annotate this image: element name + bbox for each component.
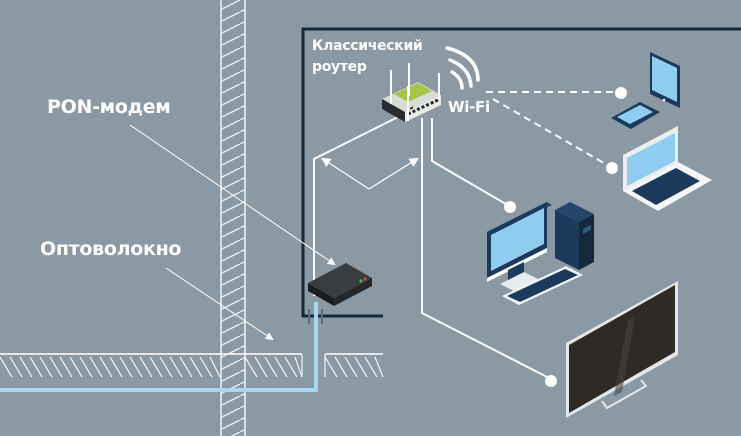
ground-hatch-stroke: [0, 356, 13, 378]
ground-hatch-stroke: [59, 356, 73, 378]
building-wall: [301, 27, 741, 318]
ground-hatch-stroke: [9, 356, 23, 378]
ground-hatch-stroke: [264, 356, 278, 378]
ground-hatch-stroke: [159, 356, 173, 378]
router-device[interactable]: [382, 63, 441, 122]
ground-hatch-stroke: [49, 356, 63, 378]
fiber-label: Оптоволокно: [40, 238, 182, 260]
ground-hatch-stroke: [99, 356, 113, 378]
ground-hatch-stroke: [344, 356, 358, 378]
smartphone-device[interactable]: [611, 102, 660, 129]
ground-hatch-stroke: [334, 356, 348, 378]
modem-led-red: [363, 277, 367, 281]
ground-hatch-stroke: [129, 356, 143, 378]
ground-hatch-stroke: [324, 356, 338, 378]
ground-hatch-stroke: [179, 356, 193, 378]
ground-hatch-stroke: [254, 356, 268, 378]
vertical-wall: [220, 0, 246, 436]
ground-hatch-stroke: [354, 356, 368, 378]
tablet-home-button: [662, 98, 666, 102]
modem-led-green: [359, 279, 363, 283]
router-label-line2: роутер: [312, 59, 367, 75]
ground-hatch-stroke: [169, 356, 183, 378]
mobile-connection-dot: [615, 87, 627, 99]
label-leaders: [129, 124, 336, 341]
laptop-device[interactable]: [623, 126, 712, 211]
ground-hatch-stroke: [39, 356, 53, 378]
wifi-links: [486, 91, 620, 167]
ground-hatch-stroke: [189, 356, 203, 378]
ground-hatch-stroke: [274, 356, 288, 378]
data-flow-arrows: [320, 157, 420, 190]
ground-hatch-stroke: [149, 356, 163, 378]
ground-hatch-stroke: [199, 356, 213, 378]
ground-hatch-stroke: [364, 356, 378, 378]
tv-connection-dot: [545, 375, 557, 387]
tv-device[interactable]: [566, 281, 678, 418]
pon-modem-label: PON-модем: [47, 96, 171, 118]
ground-line: [0, 353, 384, 378]
ground-hatch-stroke: [79, 356, 93, 378]
ground-hatch-stroke: [139, 356, 153, 378]
desktop-pc-device[interactable]: [487, 202, 594, 305]
ground-hatch-stroke: [119, 356, 133, 378]
wired-cables: [421, 118, 552, 380]
modem-router-cable: [313, 115, 401, 296]
router-label-line1: Классический: [312, 38, 423, 54]
ground-hatch-stroke: [109, 356, 123, 378]
tablet-device[interactable]: [650, 52, 680, 108]
wifi-label: Wi-Fi: [448, 98, 490, 116]
pc-connection-dot: [504, 201, 516, 213]
ground-hatch-stroke: [19, 356, 33, 378]
wifi-signal-icon: [445, 46, 480, 90]
ground-hatch-stroke: [294, 356, 303, 378]
fiber-cable: [0, 302, 323, 392]
pon-modem-device[interactable]: [308, 263, 372, 306]
ground-hatch-stroke: [209, 356, 221, 378]
ground-hatch-stroke: [374, 356, 384, 378]
laptop-connection-dot: [606, 162, 618, 174]
ground-hatch-stroke: [244, 356, 258, 378]
ground-hatch-stroke: [284, 356, 298, 378]
ground-hatch-stroke: [29, 356, 43, 378]
ground-hatch-stroke: [89, 356, 103, 378]
ground-hatch-stroke: [69, 356, 83, 378]
